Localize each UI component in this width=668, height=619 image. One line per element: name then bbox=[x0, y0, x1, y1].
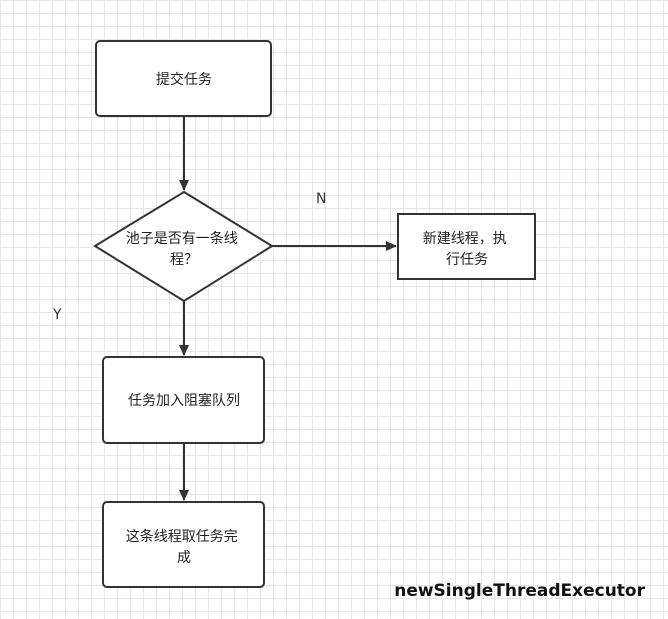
node-create-thread-text: 新建线程，执 行任务 bbox=[423, 231, 511, 268]
diagram-caption: newSingleThreadExecutor bbox=[394, 581, 645, 601]
node-submit-task-text: 提交任务 bbox=[156, 71, 212, 88]
node-submit-task: 提交任务 bbox=[95, 40, 272, 117]
node-check-thread: 池子是否有一条线 程？ bbox=[93, 190, 274, 303]
node-create-thread-line: 新建线程，执 bbox=[423, 231, 507, 247]
node-submit-task-line: 提交任务 bbox=[156, 71, 212, 88]
node-check-thread-text: 池子是否有一条线 程？ bbox=[126, 230, 242, 268]
node-create-thread: 新建线程，执 行任务 bbox=[397, 213, 536, 280]
node-create-thread-line: 行任务 bbox=[446, 252, 488, 268]
edge-label-no: N bbox=[316, 191, 326, 207]
node-thread-take-task: 这条线程取任务完 成 bbox=[102, 501, 265, 588]
node-enqueue-task-line: 任务加入阻塞队列 bbox=[128, 392, 240, 409]
node-enqueue-task: 任务加入阻塞队列 bbox=[102, 356, 265, 444]
node-thread-take-task-line: 这条线程取任务完 bbox=[126, 528, 238, 545]
node-thread-take-task-line: 成 bbox=[177, 550, 191, 566]
node-enqueue-task-text: 任务加入阻塞队列 bbox=[128, 392, 240, 409]
node-thread-take-task-text: 这条线程取任务完 成 bbox=[126, 528, 242, 566]
node-check-thread-line: 池子是否有一条线 bbox=[126, 230, 238, 247]
edge-label-yes: Y bbox=[52, 307, 62, 323]
node-check-thread-line: 程？ bbox=[170, 252, 198, 268]
